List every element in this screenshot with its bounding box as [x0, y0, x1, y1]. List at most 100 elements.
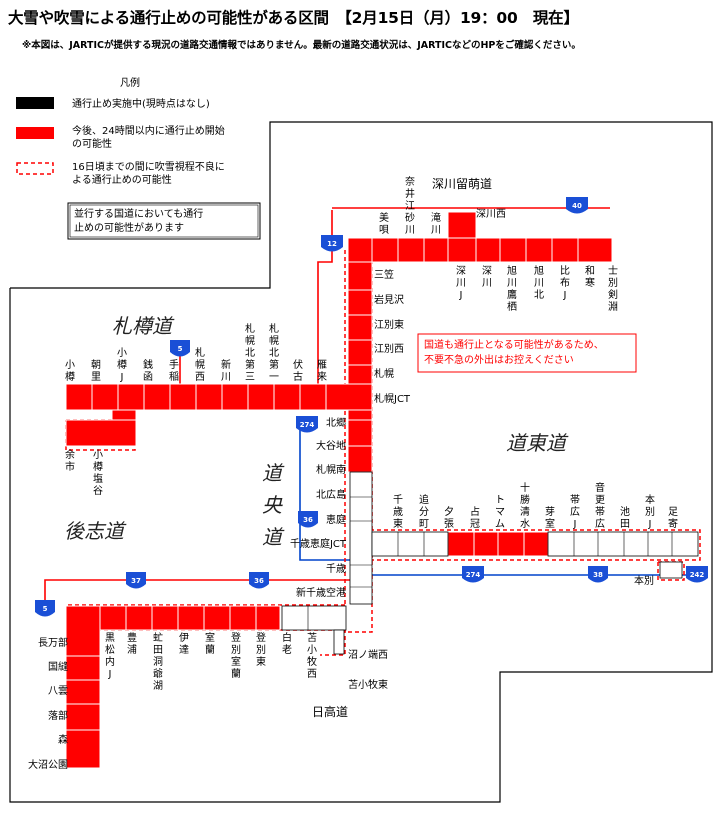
route-36-line: [299, 420, 360, 561]
legend-red-label-2: の可能性: [72, 137, 112, 150]
station-label: 深川: [482, 265, 492, 289]
svg-text:274: 274: [300, 421, 315, 429]
station-label: 旭川北: [534, 265, 544, 301]
station-label: 深川西: [476, 208, 506, 220]
clear-segments: [281, 471, 699, 655]
station-label: 虻田洞爺湖: [153, 632, 163, 692]
station-label: 長万部: [38, 636, 68, 649]
legend-dashed-label-1: 16日頃までの間に吹雪視程不良に: [72, 160, 225, 173]
station-label: 旭川鷹栖: [507, 265, 517, 313]
station-label: 大沼公園: [28, 758, 68, 771]
svg-text:274: 274: [466, 571, 481, 579]
station-label: 占冠: [470, 505, 480, 530]
region-hidaka: 日高道: [312, 704, 348, 719]
notice-line-2: 不要不急の外出はお控えください: [424, 353, 574, 366]
legend-heading: 凡例: [120, 76, 140, 89]
legend-red-label-1: 今後、24時間以内に通行止め開始: [72, 124, 225, 137]
route-shield-274-north-icon: 274: [296, 416, 318, 433]
route-shield-12-icon: 12: [321, 235, 343, 252]
map-frame: [9, 121, 713, 803]
station-label: 滝川: [431, 212, 441, 236]
route-shield-274-east-icon: 274: [462, 566, 484, 583]
svg-text:40: 40: [572, 202, 582, 210]
legend-red-swatch: [16, 127, 54, 139]
region-doo-1: 道: [262, 461, 285, 485]
station-label: 恵庭: [326, 513, 346, 526]
station-label: 千歳恵庭JCT: [290, 537, 347, 550]
station-label: 札幌北第三: [245, 322, 255, 383]
route-shield-36-north-icon: 36: [298, 511, 318, 528]
station-label: 十勝清水: [520, 481, 530, 530]
notice-box: [417, 333, 637, 373]
region-doo-2: 央: [262, 493, 283, 517]
region-doto: 道東道: [506, 431, 569, 455]
station-label: 小樽: [65, 359, 75, 383]
route-shield-38-icon: 38: [588, 566, 608, 583]
legend-parallel-2: 止めの可能性があります: [74, 221, 184, 234]
svg-text:242: 242: [690, 571, 705, 579]
svg-text:38: 38: [593, 571, 603, 579]
route-shield-37-icon: 37: [126, 572, 146, 589]
station-label: 音更帯広: [595, 481, 605, 530]
station-label: 士別剣淵: [608, 264, 618, 313]
station-label: 追分町: [419, 493, 429, 530]
legend-dashed-swatch: [16, 162, 54, 175]
route-shield-5-north-icon: 5: [170, 340, 190, 357]
station-label: 落部: [48, 709, 68, 722]
station-label: 千歳: [326, 563, 346, 575]
station-label: 余市: [65, 448, 75, 473]
station-label: トマム: [495, 495, 505, 530]
route-shield-5-south-icon: 5: [35, 600, 55, 617]
station-label: 伏古: [293, 358, 303, 383]
station-label: 伊達: [179, 632, 189, 656]
station-label: 奈井江砂川: [405, 175, 415, 236]
svg-text:36: 36: [254, 577, 264, 585]
station-label: 豊浦: [127, 631, 137, 656]
station-label: 八雲: [48, 685, 68, 697]
region-doo-3: 道: [262, 525, 285, 549]
station-label: 白老: [282, 631, 292, 656]
svg-text:12: 12: [327, 240, 337, 248]
station-label: 江別西: [374, 343, 404, 355]
station-label: 札幌: [374, 367, 394, 380]
legend: 凡例 通行止め実施中(現時点はなし) 今後、24時間以内に通行止め開始 の可能性…: [16, 76, 261, 240]
station-label: 登別東: [256, 631, 266, 668]
page-title: 大雪や吹雪による通行止めの可能性がある区間 【2月15日（月）19：00 現在】: [8, 9, 579, 27]
station-label: 北郷: [326, 417, 346, 429]
station-label: 三笠: [374, 268, 394, 281]
station-label: 江別東: [374, 318, 404, 331]
station-label: 札幌西: [195, 346, 205, 383]
route-shields: 40 12 5 274 36 37 274 38 242 5 36: [35, 197, 708, 617]
station-label: 沼ノ端西: [348, 648, 388, 661]
station-label: 雁来: [317, 359, 327, 383]
notice-line-1: 国道も通行止となる可能性があるため、: [424, 338, 604, 351]
station-label: 足寄: [668, 506, 678, 530]
station-label: 札幌JCT: [374, 392, 411, 405]
svg-text:36: 36: [303, 516, 313, 524]
disclaimer-note: ※本図は、JARTICが提供する現況の道路交通情報ではありません。最新の道路交通…: [22, 40, 581, 51]
station-label: 夕張: [444, 506, 454, 530]
station-label: 国縫: [48, 660, 68, 673]
station-label: 室蘭: [205, 631, 215, 656]
legend-dashed-label-2: よる通行止めの可能性: [72, 173, 172, 186]
svg-text:5: 5: [43, 605, 48, 613]
station-label: 岩見沢: [374, 293, 404, 306]
station-label: 登別室蘭: [231, 631, 241, 680]
legend-parallel-box: [67, 202, 261, 240]
station-label: 芽室: [545, 505, 555, 530]
region-kosh: 後志道: [64, 519, 127, 543]
svg-text:5: 5: [178, 345, 183, 353]
legend-black-label: 通行止め実施中(現時点はなし): [72, 97, 210, 110]
station-label: 池田: [620, 505, 630, 530]
station-label: 朝里: [91, 359, 101, 383]
station-label: 小樽塩谷: [93, 449, 103, 497]
region-sassho: 札樽道: [112, 314, 175, 338]
